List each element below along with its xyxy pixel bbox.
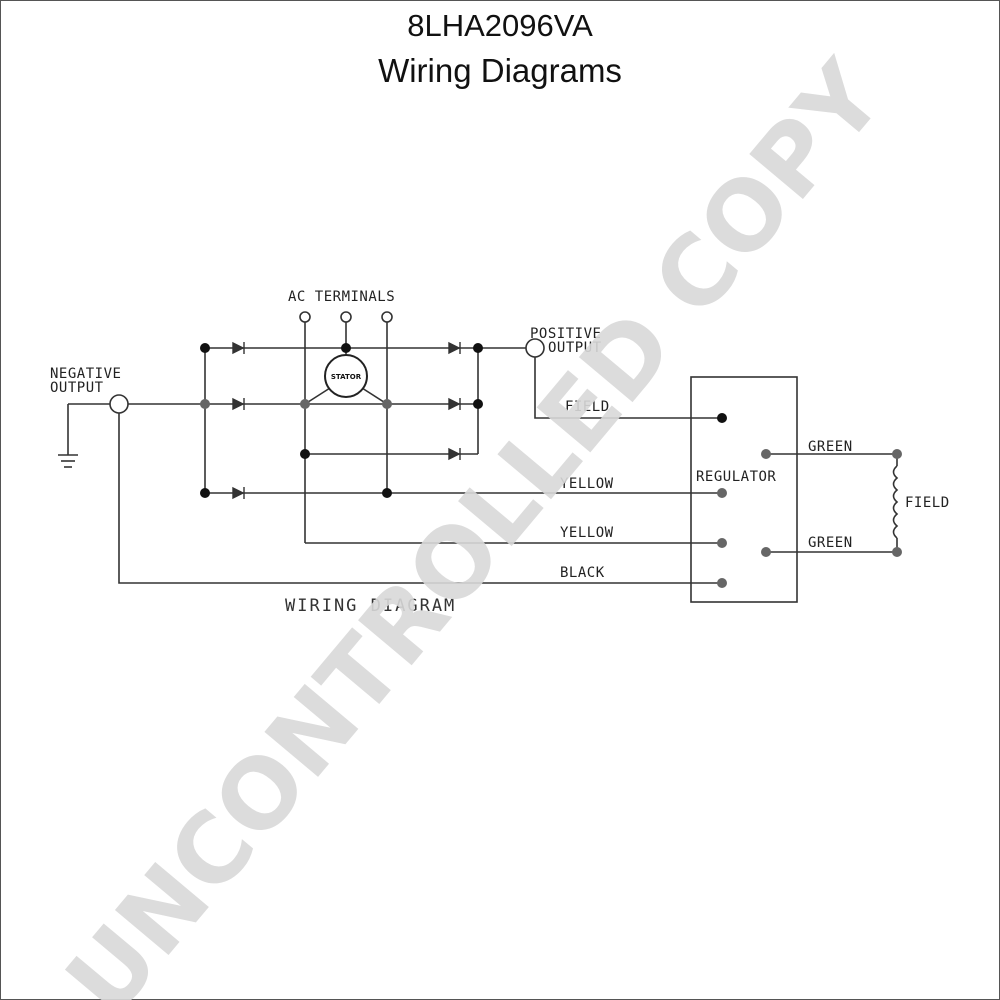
regulator-terminal	[761, 547, 771, 557]
model-number: 8LHA2096VA	[407, 8, 593, 43]
black-wire	[118, 412, 722, 584]
positive-output-label-line1: POSITIVE	[530, 326, 601, 342]
regulator-box	[690, 376, 798, 603]
junction-dot	[473, 399, 483, 409]
ac-terminal-icon	[340, 311, 352, 323]
field-coil-terminal	[892, 547, 902, 557]
ac-terminals-label: AC TERMINALS	[288, 289, 395, 305]
green-wire-2-label: GREEN	[808, 535, 853, 551]
field-wire	[534, 356, 722, 419]
black-wire-label: BLACK	[560, 565, 605, 581]
page-title: Wiring Diagrams	[378, 52, 622, 89]
positive-output-terminal-icon	[525, 338, 545, 358]
junction-dot	[200, 488, 210, 498]
negative-output-label-line2: OUTPUT	[50, 380, 104, 396]
junction-dot	[300, 399, 310, 409]
diode-icon	[232, 486, 245, 500]
junction-dot	[341, 343, 351, 353]
diode-icon	[232, 397, 245, 411]
junction-dot	[300, 449, 310, 459]
uncontrolled-copy-watermark: UNCONTROLLED COPY	[45, 40, 906, 1000]
ac-terminal-icon	[299, 311, 311, 323]
field-coil-label: FIELD	[905, 495, 950, 511]
yellow-wire-2-label: YELLOW	[560, 525, 614, 541]
terminals	[109, 311, 545, 414]
diode-icon	[448, 341, 461, 355]
regulator-label: REGULATOR	[696, 469, 776, 485]
ac-terminal-icon	[381, 311, 393, 323]
junction-dot	[473, 343, 483, 353]
green-wire-1-label: GREEN	[808, 439, 853, 455]
ground-icon	[58, 454, 78, 468]
regulator-terminal	[717, 488, 727, 498]
stator-icon	[324, 354, 368, 398]
negative-output-label-line1: NEGATIVE	[50, 366, 121, 382]
diode-icon	[232, 341, 245, 355]
diode-icon	[448, 447, 461, 461]
junction-dot	[382, 488, 392, 498]
junction-dot	[200, 399, 210, 409]
junctions	[200, 343, 902, 588]
regulator-terminal	[717, 538, 727, 548]
positive-output-label-line2: OUTPUT	[548, 340, 602, 356]
field-wire-label: FIELD	[565, 399, 610, 415]
diagram-caption: WIRING DIAGRAM	[285, 596, 456, 616]
field-coil-icon	[892, 454, 899, 552]
negative-output-terminal-icon	[109, 394, 129, 414]
diode-icon	[448, 397, 461, 411]
regulator-field-terminal	[717, 413, 727, 423]
field-coil-terminal	[892, 449, 902, 459]
stator-label: STATOR	[331, 373, 362, 381]
regulator-terminal	[717, 578, 727, 588]
yellow-wire-1-label: YELLOW	[560, 476, 614, 492]
junction-dot	[382, 399, 392, 409]
diodes	[232, 341, 461, 500]
junction-dot	[200, 343, 210, 353]
regulator-terminal	[761, 449, 771, 459]
